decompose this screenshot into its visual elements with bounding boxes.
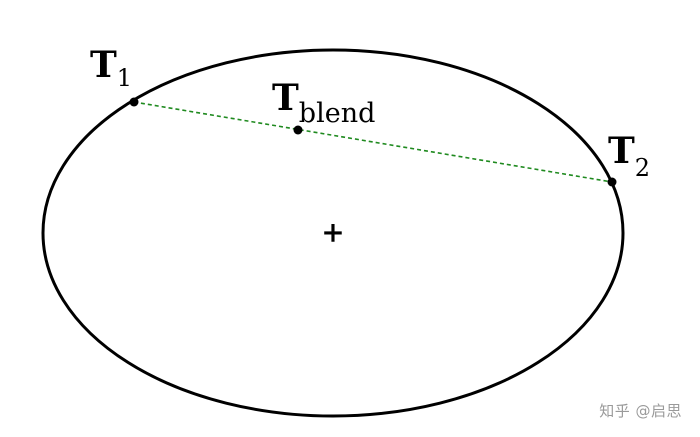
- watermark-text: 知乎 @启思: [599, 402, 682, 420]
- label-tblend-sub: blend: [299, 98, 376, 129]
- label-t2-sub: 2: [635, 154, 650, 182]
- label-tblend: Tblend: [272, 77, 375, 129]
- chord-t1-t2: [133, 101, 613, 183]
- label-t1-main: T: [90, 44, 117, 86]
- point-t2: [607, 177, 617, 187]
- label-t1-sub: 1: [117, 64, 132, 92]
- label-t2: T2: [608, 130, 650, 182]
- ellipse-outline: [41, 48, 625, 418]
- center-marker: +: [321, 216, 344, 249]
- label-tblend-main: T: [272, 77, 299, 119]
- label-t1: T1: [90, 44, 132, 92]
- point-tblend: [293, 125, 303, 135]
- point-t1: [129, 97, 139, 107]
- label-t2-main: T: [608, 130, 635, 172]
